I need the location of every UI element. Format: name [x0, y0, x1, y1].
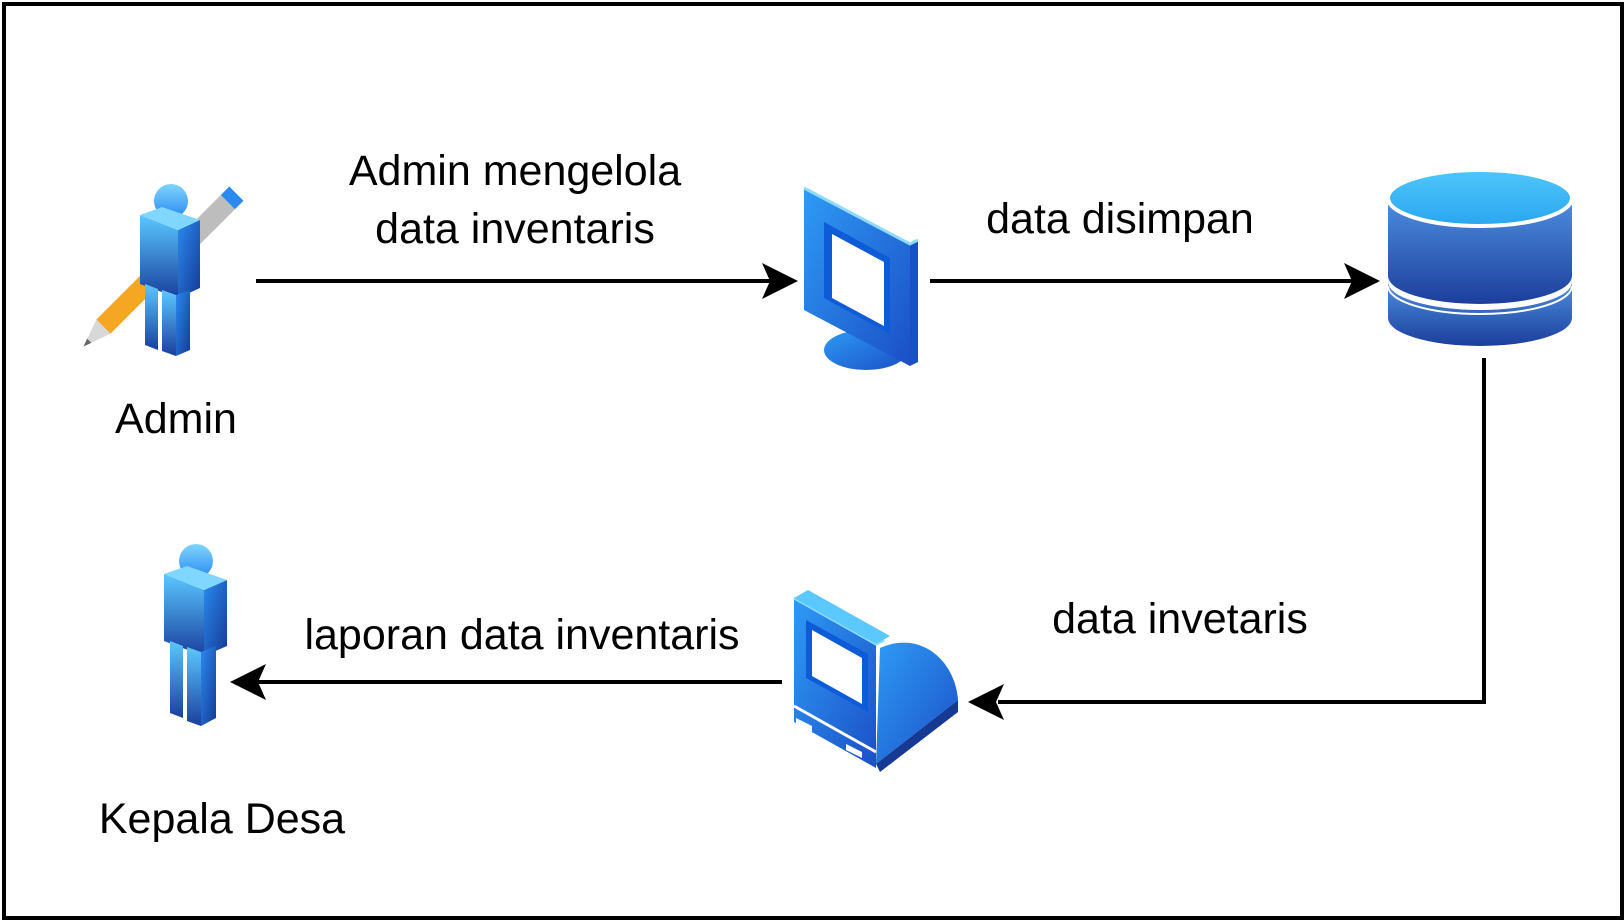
admin-user-pencil-icon [83, 184, 244, 356]
monitor-icon [803, 186, 919, 370]
edge-monitor-to-database [930, 263, 1380, 299]
database-icon [1386, 168, 1574, 346]
kepala-desa-label: Kepala Desa [98, 795, 346, 843]
edge-database-to-computer-label: data invetaris [1052, 595, 1308, 643]
edge-database-to-computer [968, 358, 1486, 720]
edge-computer-to-kepala-label: laporan data inventaris [304, 611, 740, 659]
desktop-computer-icon [793, 590, 958, 772]
edge-admin-to-monitor-label-line1: Admin mengelola [348, 147, 682, 195]
edge-monitor-to-database-label: data disimpan [986, 195, 1254, 243]
user-icon [164, 544, 227, 726]
edge-admin-to-monitor-label: Admin mengelola data inventaris [300, 142, 730, 258]
edge-computer-to-kepala [230, 664, 782, 700]
edge-admin-to-monitor-label-line2: data inventaris [375, 205, 655, 253]
admin-label: Admin [115, 395, 237, 443]
edge-admin-to-monitor [256, 263, 798, 299]
